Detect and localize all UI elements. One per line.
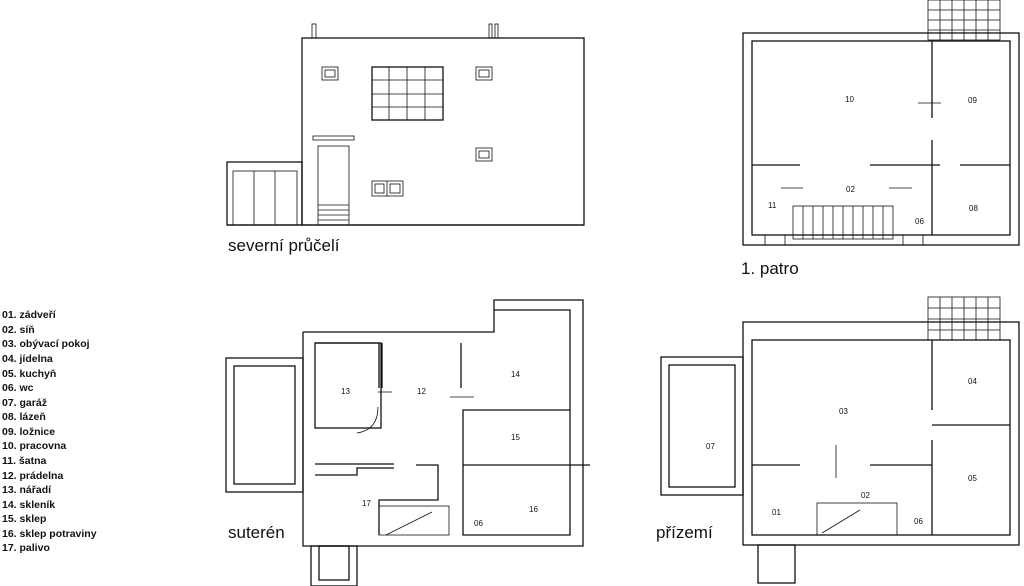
window xyxy=(371,180,404,197)
plan-line xyxy=(378,464,439,535)
plan-line xyxy=(462,309,571,536)
legend-item: 12. prádelna xyxy=(2,470,63,482)
plan-line xyxy=(928,0,1000,40)
plan-line xyxy=(751,339,1011,536)
room-label: 02 xyxy=(861,491,870,500)
plan-line xyxy=(668,364,736,488)
room-label: 08 xyxy=(969,204,978,213)
legend-item: 06. wc xyxy=(2,382,34,394)
plan-line xyxy=(742,321,1020,546)
garage-foundation xyxy=(225,357,304,493)
garage-volume xyxy=(226,161,303,226)
plan-line xyxy=(478,150,490,159)
room-label: 14 xyxy=(511,370,520,379)
legend-item: 11. šatna xyxy=(2,455,47,467)
plan-line xyxy=(757,544,796,584)
plan-line xyxy=(751,40,1011,236)
room-label: 02 xyxy=(846,185,855,194)
room-label: 13 xyxy=(341,387,350,396)
door-canopy xyxy=(312,135,355,141)
house-facade xyxy=(301,37,585,226)
plan-line xyxy=(371,66,444,121)
legend-item: 13. nářadí xyxy=(2,484,52,496)
plan-line xyxy=(928,297,1000,340)
room-label: 06 xyxy=(914,517,923,526)
legend-item: 16. sklep potraviny xyxy=(2,528,97,540)
plan-line xyxy=(764,234,786,246)
legend-item: 08. lázeň xyxy=(2,411,46,423)
room-label: 09 xyxy=(968,96,977,105)
plan-line xyxy=(302,299,584,547)
garage-door xyxy=(232,170,298,226)
basement-plan: 13 12 14 15 17 06 16 suterén xyxy=(225,299,590,586)
basement-caption: suterén xyxy=(228,523,285,542)
plan-line xyxy=(233,365,296,485)
room-legend: 01. zádveří 02. síň 03. obývací pokoj 04… xyxy=(2,309,97,554)
legend-item: 15. sklep xyxy=(2,513,46,525)
chimney xyxy=(494,23,499,39)
first-floor-caption: 1. patro xyxy=(741,259,799,278)
legend-item: 02. síň xyxy=(2,324,35,336)
plan-line xyxy=(802,206,884,239)
room-label: 06 xyxy=(915,217,924,226)
plan-line xyxy=(389,183,401,194)
window xyxy=(475,66,493,81)
entrance-steps xyxy=(318,204,349,221)
legend-item: 17. palivo xyxy=(2,542,50,554)
room-label: 04 xyxy=(968,377,977,386)
room-label: 12 xyxy=(417,387,426,396)
plan-line xyxy=(324,69,336,78)
legend-item: 04. jídelna xyxy=(2,353,53,365)
elevation-caption: severní průčelí xyxy=(228,236,340,255)
room-label: 06 xyxy=(474,519,483,528)
room-label: 10 xyxy=(845,95,854,104)
legend-item: 01. zádveří xyxy=(2,309,57,321)
plan-line xyxy=(315,467,394,476)
room-label: 07 xyxy=(706,442,715,451)
chimney xyxy=(488,23,493,39)
plan-line xyxy=(821,509,861,534)
basement-stair xyxy=(378,505,450,536)
garage xyxy=(660,356,744,496)
plan-line xyxy=(902,234,924,246)
first-floor-plan: 10 09 02 11 06 08 1. patro xyxy=(741,0,1020,278)
ground-floor-plan: 04 03 07 05 02 01 06 přízemí xyxy=(656,296,1020,584)
plan-line xyxy=(315,342,380,388)
plan-line xyxy=(356,406,379,434)
legend-item: 09. ložnice xyxy=(2,426,55,438)
large-window xyxy=(371,66,444,121)
room-label: 17 xyxy=(362,499,371,508)
room-label: 05 xyxy=(968,474,977,483)
legend-item: 03. obývací pokoj xyxy=(2,338,90,350)
entrance-door xyxy=(317,145,350,226)
plan-line xyxy=(742,32,1020,246)
plan-line xyxy=(478,69,490,78)
plan-line xyxy=(374,183,385,194)
ground-floor-caption: přízemí xyxy=(656,523,713,542)
chimney xyxy=(311,23,317,39)
north-elevation: severní průčelí xyxy=(226,23,585,255)
room-label: 11 xyxy=(768,201,777,210)
legend-item: 14. skleník xyxy=(2,499,55,511)
plan-line xyxy=(314,342,382,429)
window xyxy=(475,147,493,162)
legend-item: 07. garáž xyxy=(2,397,47,409)
legend-item: 05. kuchyň xyxy=(2,368,56,380)
window xyxy=(321,66,339,81)
plan-line xyxy=(318,545,350,581)
staircase xyxy=(816,502,898,536)
room-label: 03 xyxy=(839,407,848,416)
plan-line xyxy=(385,511,433,536)
room-label: 16 xyxy=(529,505,538,514)
legend-item: 10. pracovna xyxy=(2,440,66,452)
room-label: 01 xyxy=(772,508,781,517)
room-label: 15 xyxy=(511,433,520,442)
